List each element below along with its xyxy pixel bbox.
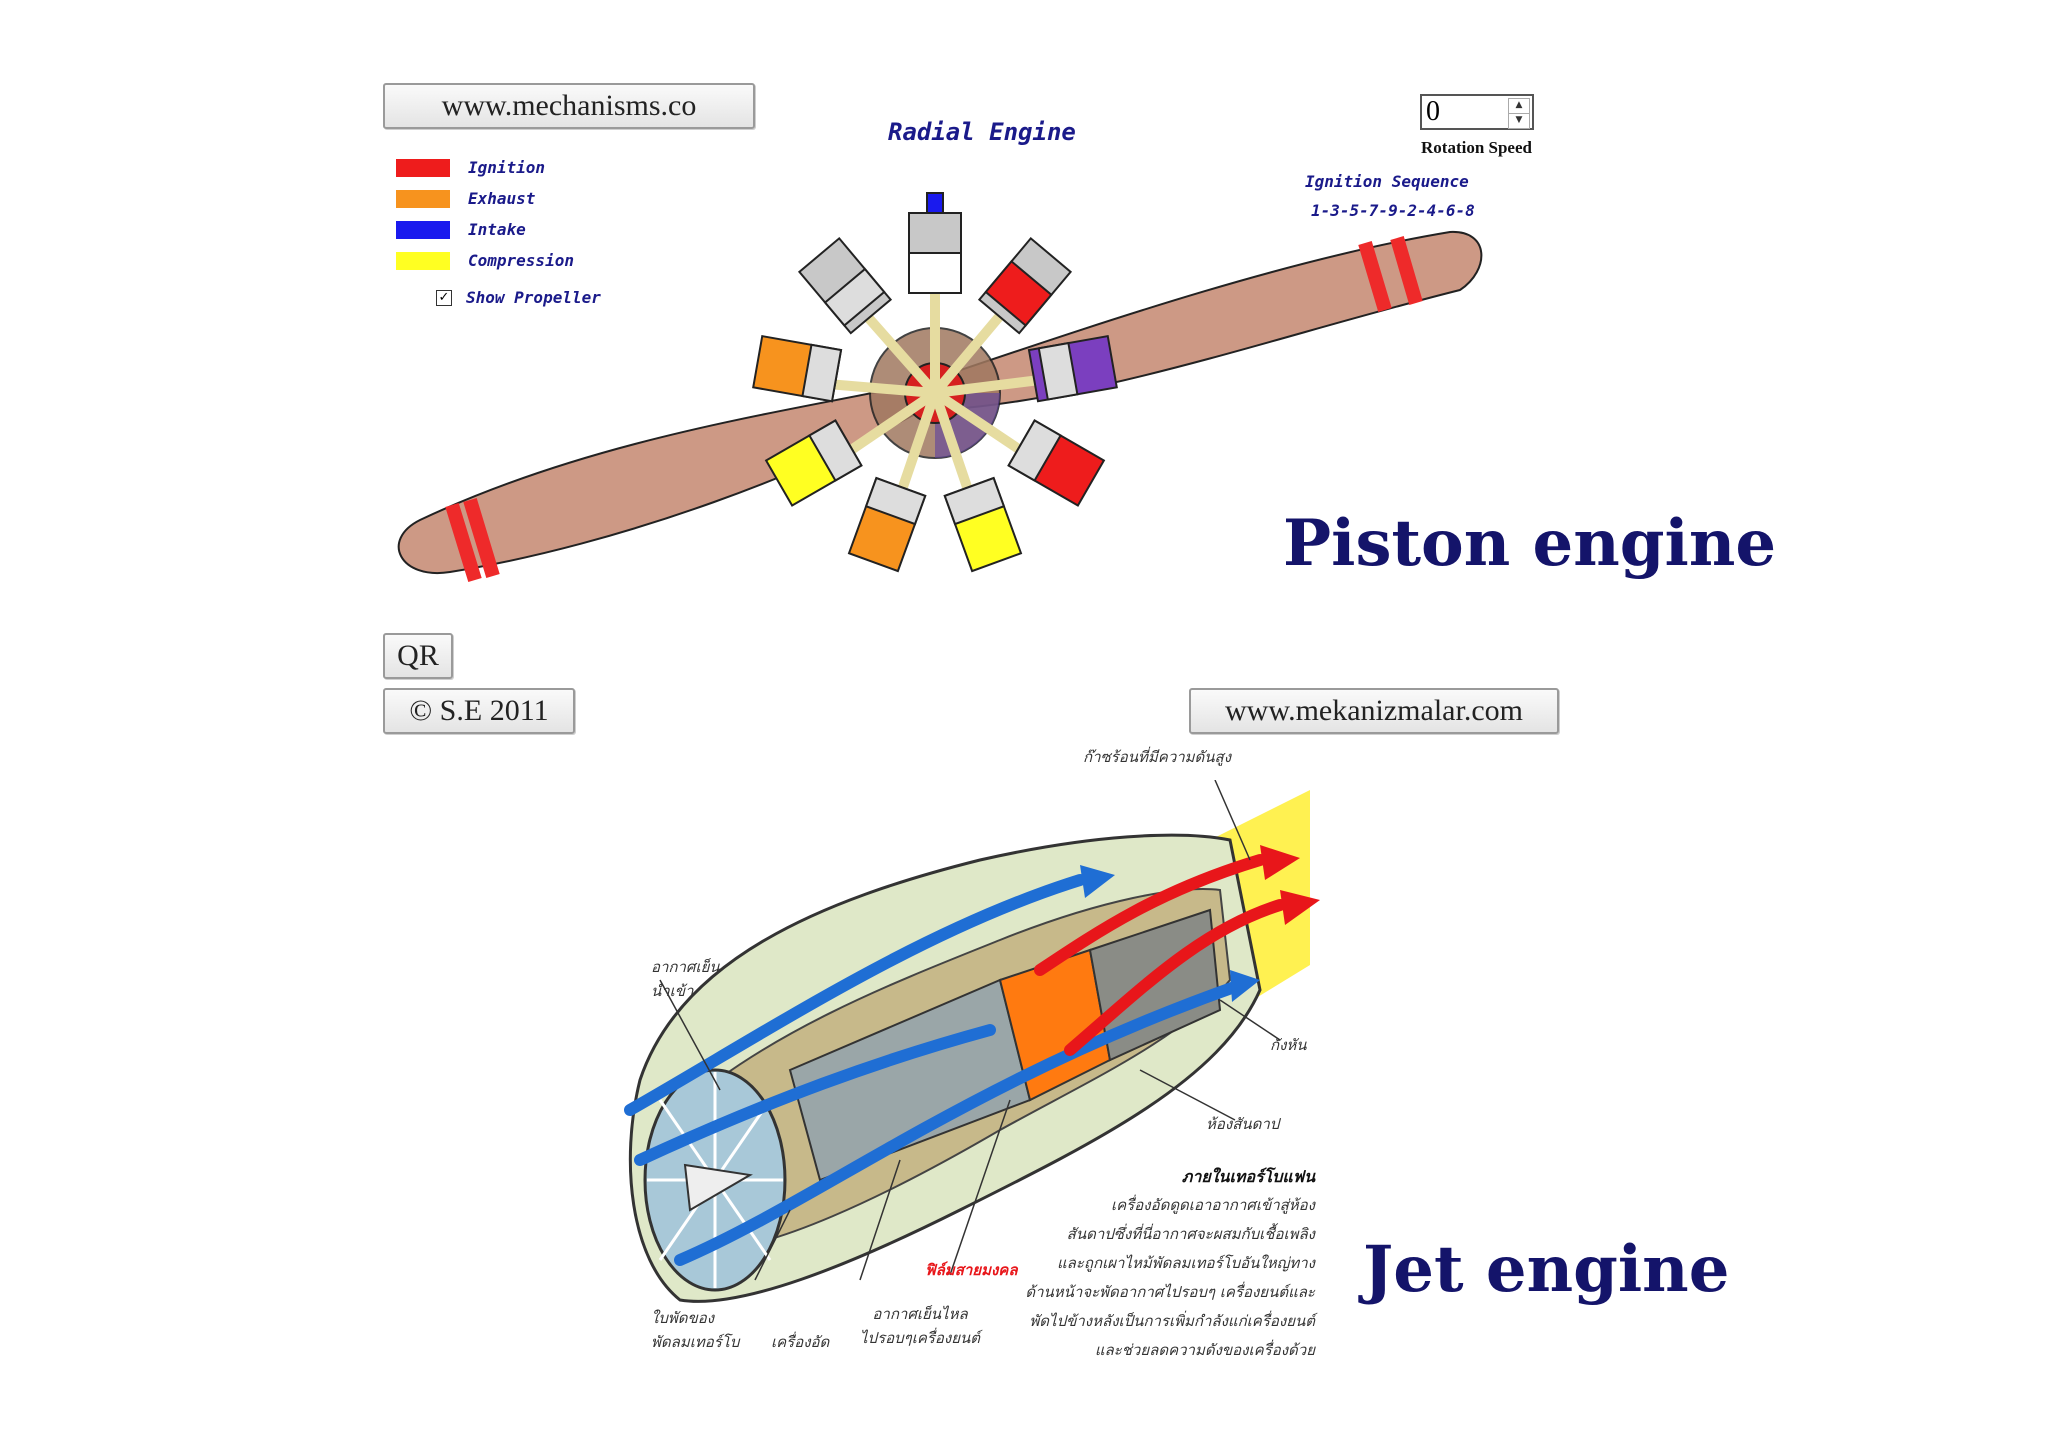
description-line: สันดาปซึ่งที่นี่อากาศจะผสมกับเชื้อเพลิง	[1066, 1225, 1315, 1243]
legend-exhaust: Exhaust	[396, 189, 535, 208]
description-line: พัดไปข้างหลังเป็นการเพิ่มกำลังแก่เครื่อง…	[1029, 1312, 1315, 1330]
label-cold-air-out: อากาศเย็นไหล ไปรอบๆเครื่องยนต์	[860, 1302, 980, 1350]
label-line: พัดลมเทอร์โบ	[651, 1333, 740, 1351]
label-combustion: ห้องสันดาป	[1206, 1115, 1280, 1133]
ignition-sequence-value: 1-3-5-7-9-2-4-6-8	[1311, 201, 1475, 220]
label-cold-air-in: อากาศเย็น นำเข้า	[651, 955, 720, 1003]
legend-swatch-intake	[396, 220, 450, 239]
nose-cone	[683, 1163, 753, 1212]
legend-label: Exhaust	[468, 189, 536, 208]
legend-label: Ignition	[468, 158, 546, 177]
legend-label: Compression	[468, 251, 574, 270]
label-turbine: กังหัน	[1270, 1036, 1307, 1054]
stepper-down-icon[interactable]: ▼	[1508, 113, 1530, 129]
show-propeller-toggle[interactable]: ✓ Show Propeller	[436, 288, 601, 307]
jet-engine-illustration	[624, 780, 1320, 1303]
stepper-up-icon[interactable]: ▲	[1508, 98, 1530, 114]
hot-gas-arrows	[1034, 854, 1286, 1056]
qr-button[interactable]: QR	[383, 633, 453, 679]
show-propeller-checkbox[interactable]: ✓	[436, 289, 452, 306]
jet-engine-caption: Jet engine	[1363, 1232, 1730, 1307]
label-line: ไปรอบๆเครื่องยนต์	[860, 1329, 981, 1347]
label-line: นำเข้า	[651, 982, 694, 1000]
legend-swatch-compression	[396, 251, 450, 270]
description-line: ด้านหน้าจะพัดอากาศไปรอบๆ เครื่องยนต์และ	[1025, 1283, 1315, 1301]
legend-label: Intake	[468, 220, 526, 239]
label-line: ใบพัดของ	[651, 1309, 715, 1327]
rotation-speed-label: Rotation Speed	[1421, 138, 1532, 157]
description-line: และช่วยลดความดังของเครื่องด้วย	[1094, 1341, 1315, 1359]
rotation-speed-stepper[interactable]: 0 ▲ ▼	[1420, 94, 1534, 130]
label-fan-blade: ใบพัดของ พัดลมเทอร์โบ	[651, 1306, 739, 1354]
ignition-sequence-label: Ignition Sequence	[1305, 172, 1469, 191]
label-red: ฟิล์มสายมงคล	[925, 1261, 1018, 1279]
legend-swatch-exhaust	[396, 189, 450, 208]
mechanisms-site-button[interactable]: www.mechanisms.co	[383, 83, 755, 129]
cylinders	[752, 192, 1118, 573]
rotation-speed-value[interactable]: 0	[1426, 96, 1440, 127]
mekanizmalar-site-button[interactable]: www.mekanizmalar.com	[1189, 688, 1559, 734]
description-title: ภายในเทอร์โบแฟน	[1181, 1167, 1315, 1186]
description-line: เครื่องอัดดูดเอาอากาศเข้าสู่ห้อง	[1111, 1196, 1315, 1214]
label-hot-gas: ก๊าซร้อนที่มีความดันสูง	[1083, 748, 1232, 766]
description-line: และถูกเผาไหม้พัดลมเทอร์โบอันใหญ่ทาง	[1057, 1254, 1315, 1272]
cold-air-arrows	[624, 874, 1246, 1266]
label-line: อากาศเย็นไหล	[872, 1305, 968, 1323]
leader-lines	[659, 780, 1281, 1281]
turbofan-description: ภายในเทอร์โบแฟน เครื่องอัดดูดเอาอากาศเข้…	[1015, 1162, 1315, 1365]
show-propeller-label: Show Propeller	[466, 288, 601, 307]
label-line: อากาศเย็น	[651, 958, 720, 976]
copyright-button[interactable]: © S.E 2011	[383, 688, 575, 734]
legend-ignition: Ignition	[396, 158, 545, 177]
radial-engine-illustration	[397, 192, 1483, 583]
legend-compression: Compression	[396, 251, 574, 270]
piston-engine-caption: Piston engine	[1283, 506, 1777, 581]
legend-swatch-ignition	[396, 158, 450, 177]
label-compressor: เครื่องอัด	[771, 1333, 830, 1351]
radial-engine-title: Radial Engine	[888, 118, 1076, 146]
legend-intake: Intake	[396, 220, 526, 239]
